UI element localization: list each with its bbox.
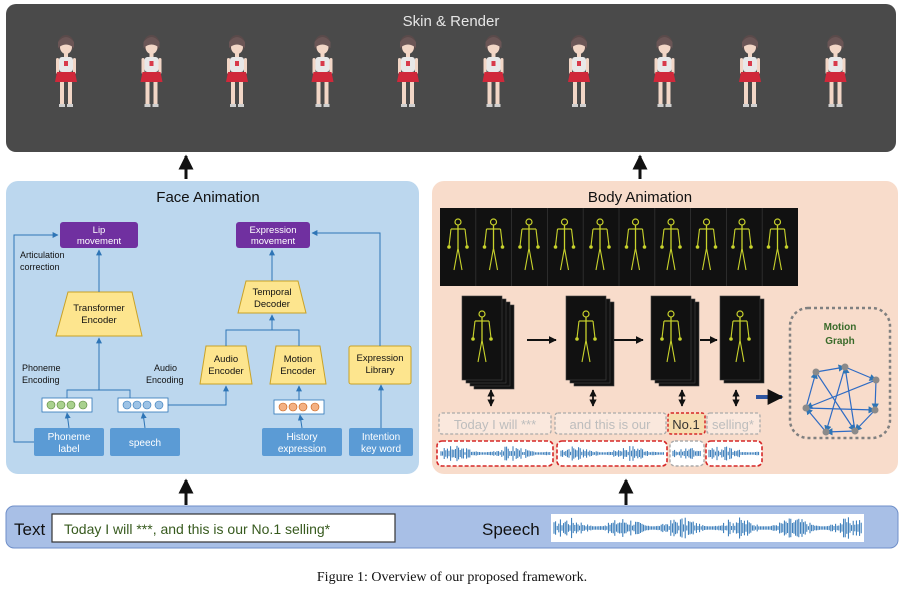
speech-box: speech bbox=[110, 428, 180, 456]
figure-caption: Figure 1: Overview of our proposed frame… bbox=[317, 570, 587, 585]
skin-render-title: Skin & Render bbox=[403, 13, 500, 30]
history-line1: History bbox=[286, 432, 317, 443]
audio-encoder-line1: Audio bbox=[214, 354, 238, 365]
transformer-encoder-box: Transformer Encoder bbox=[55, 291, 143, 337]
text-segment-4-label: selling* bbox=[712, 417, 754, 432]
wave-segment-2 bbox=[556, 440, 668, 467]
history-encoding-vector bbox=[273, 399, 325, 415]
articulation-label-line1: Articulation bbox=[20, 250, 65, 260]
lip-movement-line1: Lip bbox=[93, 225, 106, 236]
motion-encoder-line2: Encoder bbox=[280, 366, 315, 377]
double-arrows bbox=[487, 389, 740, 407]
text-segment-2: and this is our bbox=[554, 412, 667, 435]
motion-encoder-box: Motion Encoder bbox=[269, 345, 327, 385]
text-input-label: Text bbox=[14, 520, 45, 539]
phoneme-encoding-line2: Encoding bbox=[22, 375, 60, 385]
skeleton-stacks bbox=[461, 295, 765, 390]
audio-encoding-vector bbox=[117, 397, 169, 413]
speech-input-label: Speech bbox=[482, 520, 540, 539]
expression-library-box: Expression Library bbox=[348, 345, 412, 385]
speech-waveform bbox=[553, 517, 862, 539]
text-segment-1: Today I will *** bbox=[438, 412, 552, 435]
text-input-box bbox=[51, 513, 396, 543]
history-line2: expression bbox=[278, 444, 326, 455]
expression-movement-box: Expression movement bbox=[236, 222, 310, 248]
audio-encoder-line2: Encoder bbox=[208, 366, 243, 377]
history-expression-box: History expression bbox=[262, 428, 342, 456]
body-animation-panel: Body Animation Today I will *** and this… bbox=[432, 181, 898, 474]
body-animation-title: Body Animation bbox=[588, 189, 692, 206]
text-segment-2-label: and this is our bbox=[570, 417, 652, 432]
phoneme-label-box: Phoneme label bbox=[34, 428, 104, 456]
text-segment-3-label: No.1 bbox=[672, 417, 699, 432]
expression-movement-line1: Expression bbox=[250, 225, 297, 236]
input-bar: Text Today I will ***, and this is our N… bbox=[5, 505, 899, 549]
transformer-line2: Encoder bbox=[81, 315, 116, 326]
motion-graph-line1: Motion bbox=[824, 322, 857, 333]
expression-movement-line2: movement bbox=[251, 236, 296, 247]
lip-movement-line2: movement bbox=[77, 236, 122, 247]
temporal-line2: Decoder bbox=[254, 299, 290, 310]
intention-keyword-box: Intention key word bbox=[349, 428, 413, 456]
text-segment-4: selling* bbox=[706, 412, 761, 435]
wave-segment-3 bbox=[669, 440, 705, 467]
audio-encoding-line2: Encoding bbox=[146, 375, 184, 385]
audio-encoding-line1: Audio bbox=[154, 363, 177, 373]
text-segment-1-label: Today I will *** bbox=[454, 417, 536, 432]
articulation-label-line2: correction bbox=[20, 262, 60, 272]
phoneme-label-line1: Phoneme bbox=[48, 432, 91, 443]
audio-encoder-box: Audio Encoder bbox=[199, 345, 253, 385]
expression-library-line2: Library bbox=[365, 365, 394, 376]
expression-library-line1: Expression bbox=[357, 353, 404, 364]
motion-encoder-line1: Motion bbox=[284, 354, 313, 365]
text-segment-3: No.1 bbox=[667, 412, 706, 435]
intention-line2: key word bbox=[361, 444, 401, 455]
temporal-line1: Temporal bbox=[252, 287, 291, 298]
text-input-value: Today I will ***, and this is our No.1 s… bbox=[64, 521, 331, 537]
skeleton-strip bbox=[440, 208, 798, 286]
phoneme-label-line2: label bbox=[58, 444, 79, 455]
wave-segment-4 bbox=[705, 440, 763, 467]
phoneme-encoding-vector bbox=[41, 397, 93, 413]
transformer-line1: Transformer bbox=[73, 303, 124, 314]
wave-segment-1 bbox=[436, 440, 554, 467]
face-animation-panel: Face Animation Lip movement Expression m… bbox=[6, 181, 419, 474]
motion-graph: Motion Graph bbox=[788, 306, 892, 440]
skin-render-panel: Skin & Render bbox=[6, 4, 896, 152]
phoneme-encoding-line1: Phoneme bbox=[22, 363, 61, 373]
face-animation-title: Face Animation bbox=[156, 189, 259, 206]
intention-line1: Intention bbox=[362, 432, 400, 443]
lip-movement-box: Lip movement bbox=[60, 222, 138, 248]
motion-graph-line2: Graph bbox=[825, 336, 854, 347]
speech-label: speech bbox=[129, 438, 161, 449]
face-connections bbox=[13, 230, 384, 443]
temporal-decoder-box: Temporal Decoder bbox=[237, 280, 307, 314]
